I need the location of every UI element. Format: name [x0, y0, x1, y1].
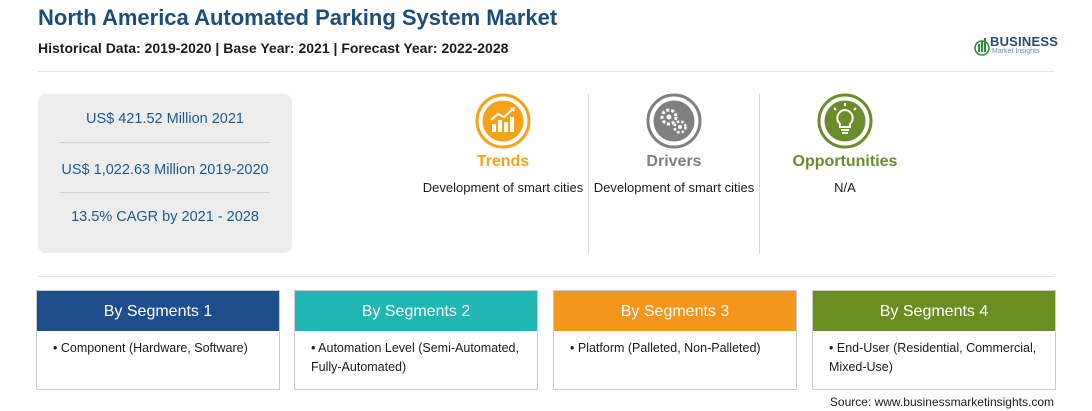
- brand-logo: BUSINESS Market Insights: [974, 34, 1064, 60]
- feature-divider: [759, 94, 760, 254]
- feature-label: Opportunities: [792, 153, 898, 170]
- feature-description: Development of smart cities: [422, 180, 584, 195]
- feature-description: Development of smart cities: [593, 180, 755, 195]
- feature-opportunities: Opportunities N/A: [760, 92, 930, 198]
- segment-item: • End-User (Residential, Commercial, Mix…: [829, 341, 1037, 374]
- source-note: Source: www.businessmarketinsights.com: [829, 395, 1054, 409]
- segment-header: By Segments 4: [813, 291, 1055, 331]
- logo-tagline: Market Insights: [992, 48, 1040, 55]
- section-divider: [38, 276, 1054, 277]
- segment-header: By Segments 1: [37, 291, 279, 331]
- header-divider: [38, 71, 1054, 72]
- stat-historical: US$ 1,022.63 Million 2019-2020: [61, 162, 269, 178]
- stats-panel: US$ 421.52 Million 2021 US$ 1,022.63 Mil…: [38, 94, 292, 253]
- segment-item-text: Component (Hardware, Software): [60, 341, 248, 355]
- segment-card-4: By Segments 4 • End-User (Residential, C…: [812, 290, 1056, 390]
- segment-item-text: End-User (Residential, Commercial, Mixed…: [829, 341, 1037, 374]
- segment-item: • Component (Hardware, Software): [53, 341, 248, 355]
- gears-icon: [646, 93, 702, 149]
- segment-item-text: Automation Level (Semi-Automated, Fully-…: [311, 341, 519, 374]
- page-title: North America Automated Parking System M…: [38, 5, 558, 30]
- page-subtitle: Historical Data: 2019-2020 | Base Year: …: [38, 40, 509, 56]
- feature-description: N/A: [834, 180, 856, 195]
- segment-header: By Segments 2: [295, 291, 537, 331]
- trend-chart-icon: [475, 93, 531, 149]
- stat-cagr: 13.5% CAGR by 2021 - 2028: [71, 209, 259, 225]
- feature-divider: [588, 94, 589, 254]
- feature-label: Trends: [476, 153, 530, 170]
- segment-card-3: By Segments 3 • Platform (Palleted, Non-…: [553, 290, 797, 390]
- stat-market-size: US$ 421.52 Million 2021: [86, 111, 244, 127]
- feature-label: Drivers: [646, 153, 702, 170]
- segment-item: • Platform (Palleted, Non-Palleted): [570, 341, 761, 355]
- bar-chart-globe-icon: [974, 38, 990, 56]
- segment-header: By Segments 3: [554, 291, 796, 331]
- stat-divider: [60, 192, 270, 193]
- segment-item-text: Platform (Palleted, Non-Palleted): [577, 341, 761, 355]
- segment-item: • Automation Level (Semi-Automated, Full…: [311, 341, 519, 374]
- logo-wordmark: BUSINESS: [990, 34, 1059, 49]
- lightbulb-icon: [817, 93, 873, 149]
- segment-card-2: By Segments 2 • Automation Level (Semi-A…: [294, 290, 538, 390]
- feature-drivers: Drivers Development of smart cities: [589, 92, 759, 198]
- segment-card-1: By Segments 1 • Component (Hardware, Sof…: [36, 290, 280, 390]
- feature-trends: Trends Development of smart cities: [418, 92, 588, 198]
- stat-divider: [60, 142, 270, 143]
